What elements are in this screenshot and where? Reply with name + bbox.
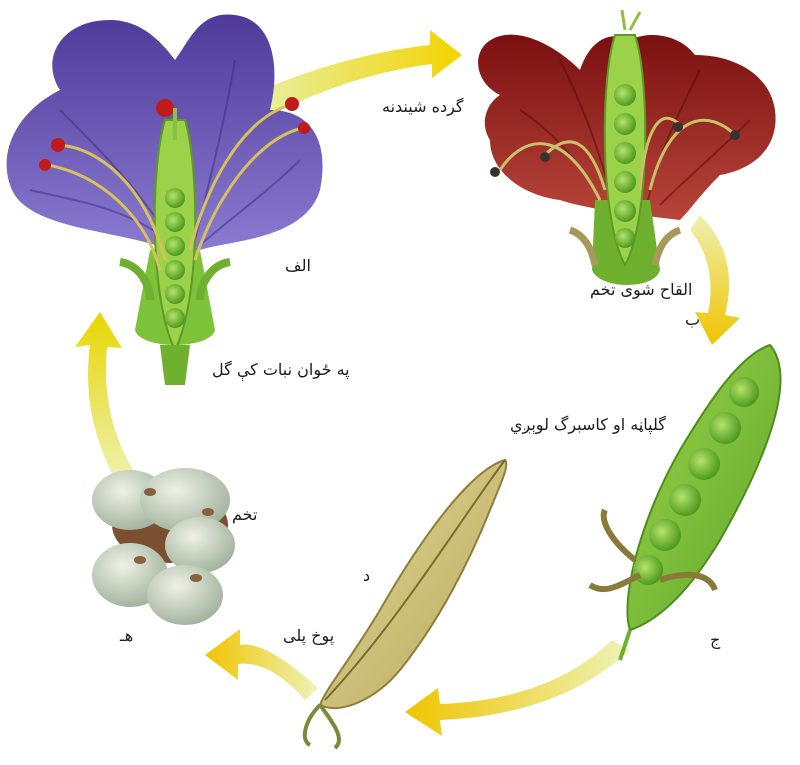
label-stage-a: الف: [285, 258, 311, 274]
label-fertilization: القاح شوی تخم: [590, 282, 692, 298]
purple-flower-stage-a: [7, 14, 323, 385]
label-stage-e: هـ: [120, 628, 133, 644]
arrow-germination: [75, 312, 138, 488]
label-seed: تخم: [232, 507, 257, 523]
arrow-pod-growth: [405, 640, 630, 736]
label-stage-c: ج: [710, 632, 720, 648]
label-flower-stage: په ځوان نبات کې گل: [212, 362, 350, 378]
label-fruit-growth: گلپاڼه او کاسبرگ لوېږي: [510, 417, 666, 433]
seeds-stage-e: [92, 468, 235, 625]
label-stage-d: د: [363, 568, 370, 584]
label-pollination: گرده شیندنه: [382, 99, 464, 115]
red-flower-stage-b: [478, 10, 775, 285]
label-dry-pod: پوخ پلی: [283, 628, 334, 644]
label-stage-b: ب: [685, 312, 700, 328]
green-pod-stage-c: [590, 345, 780, 660]
